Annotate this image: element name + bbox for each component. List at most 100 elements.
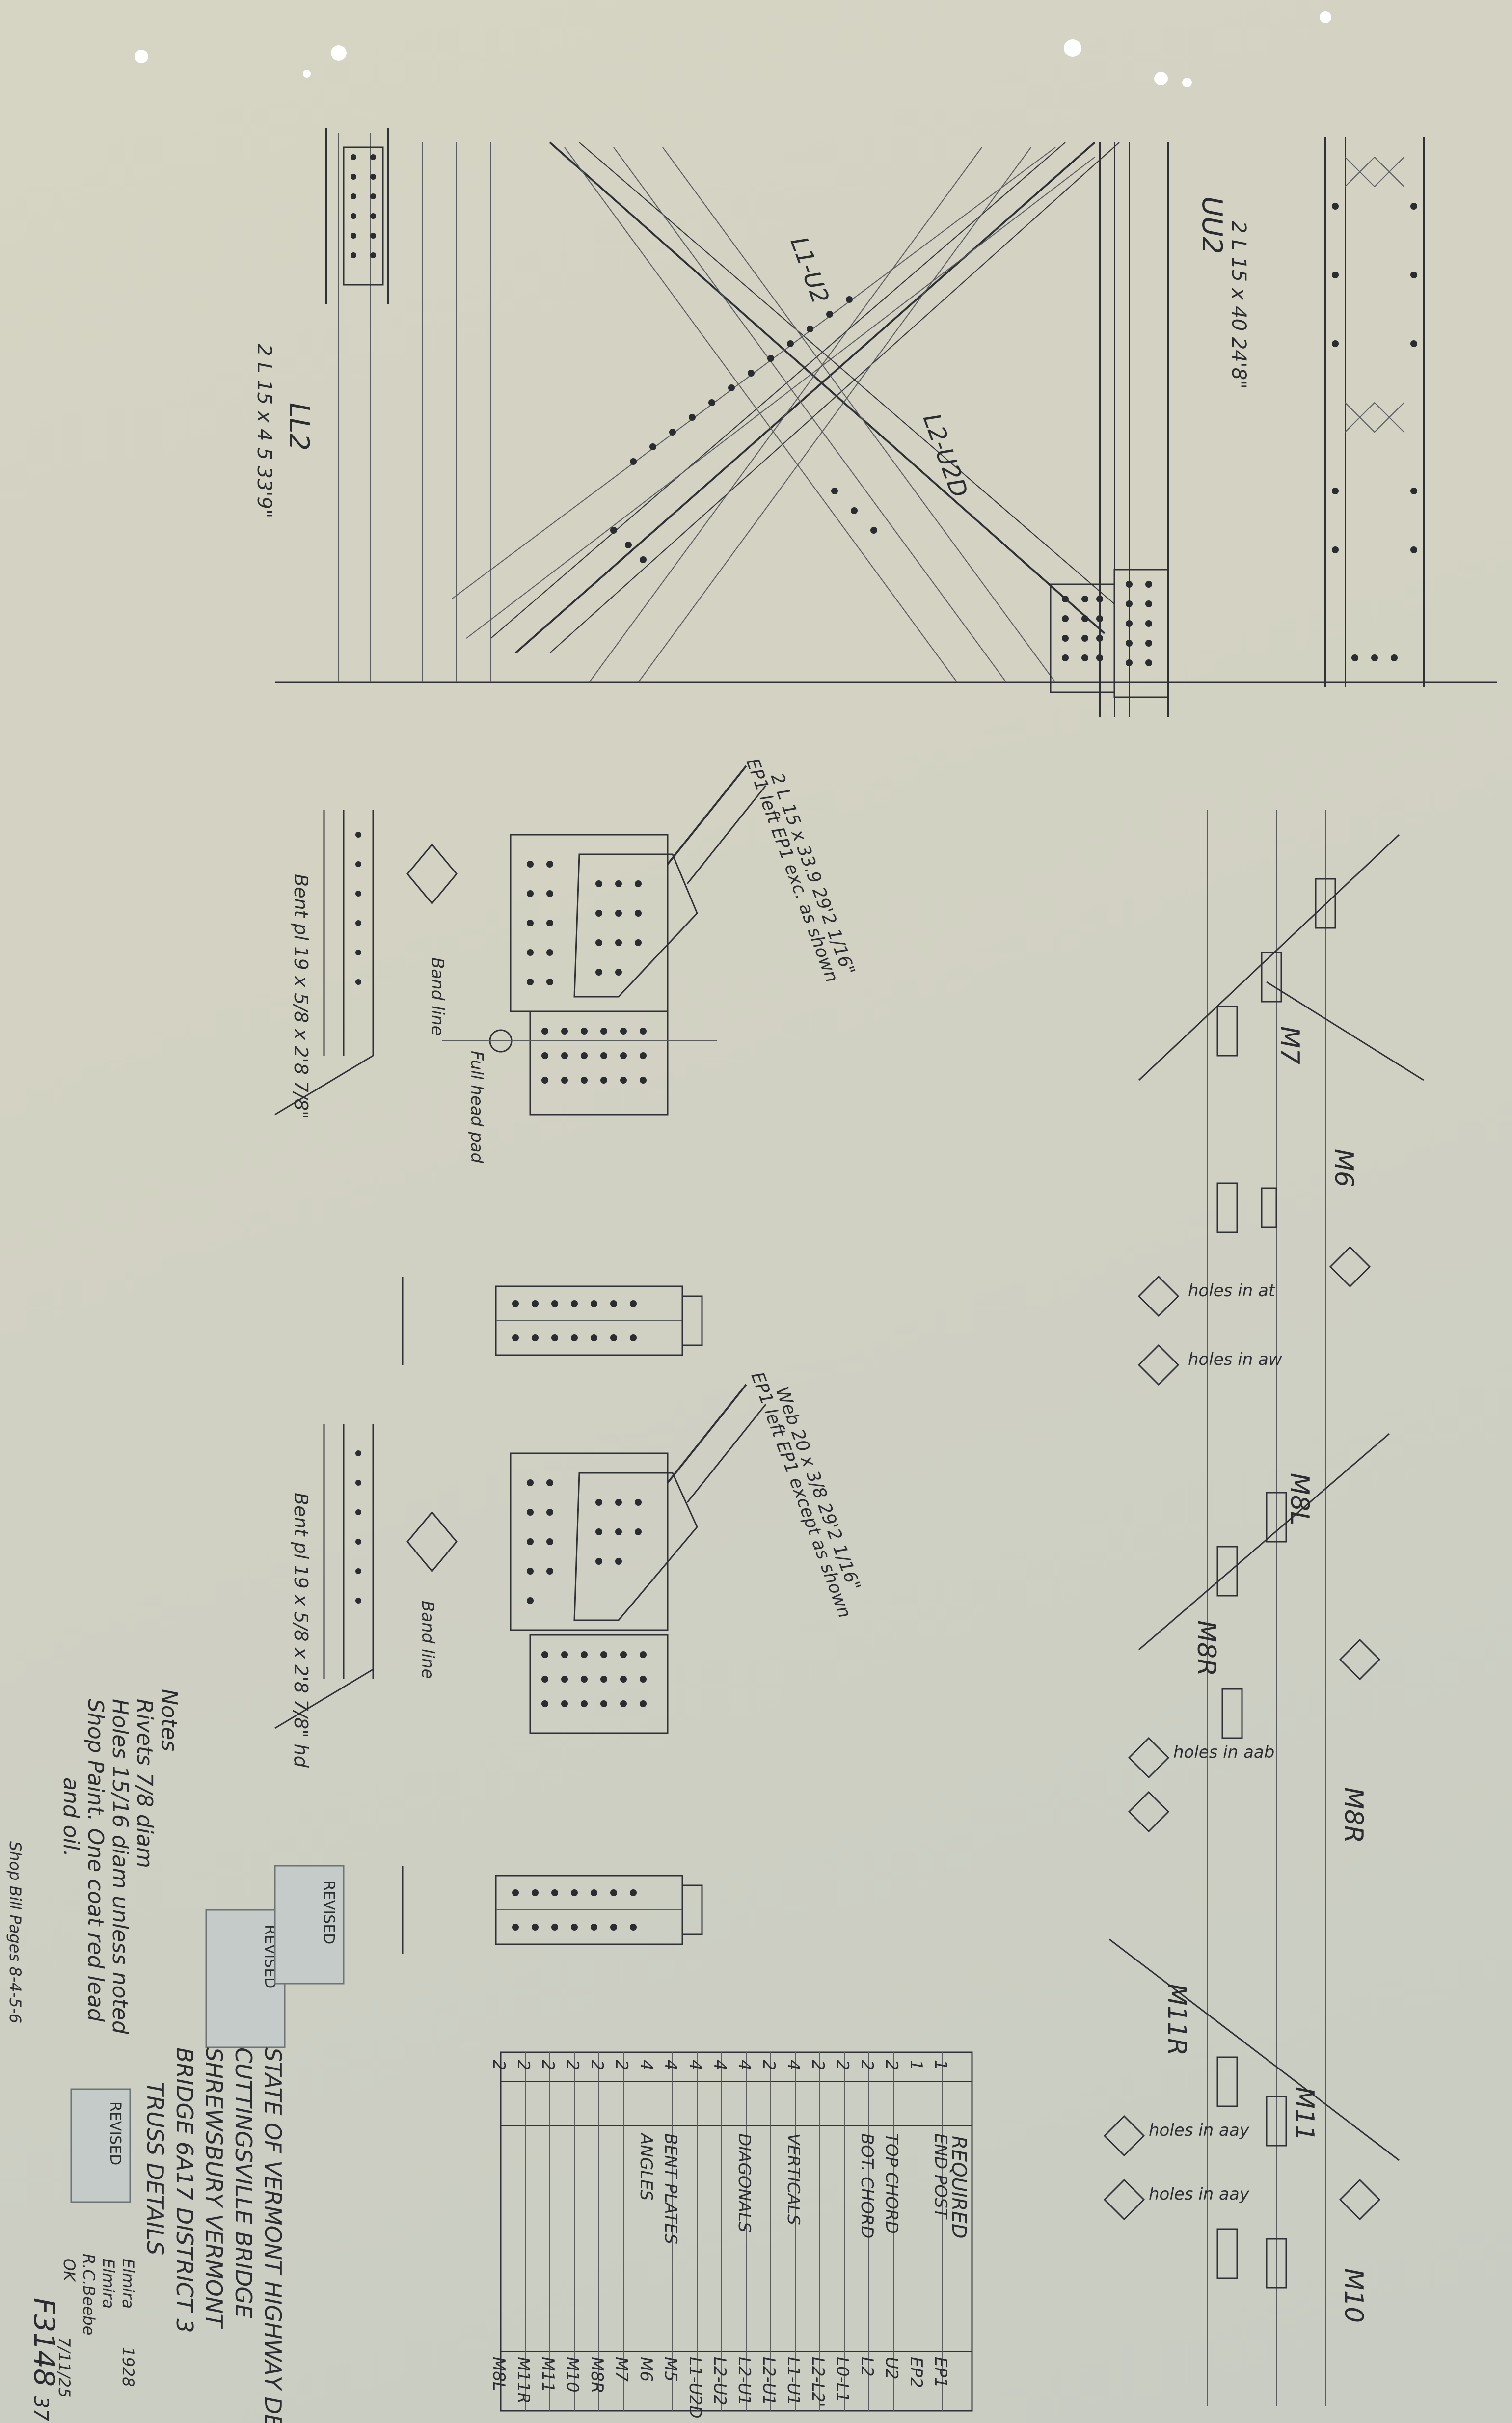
title-line-5: TRUSS DETAILS [142,2082,168,2255]
required-row-qty: 2 [563,2060,582,2070]
holes-in-aw-label: holes in aw [1188,1350,1282,1369]
holes-in-aay2-label: holes in aay [1149,2184,1250,2204]
holes-in-at-label: holes in at [1188,1281,1276,1301]
notes-line-3: Shop Paint. One coat red lead [83,1699,108,2022]
required-row-mark: L2-U1 [759,2357,779,2405]
title-line-1: STATE OF VERMONT HIGHWAY DEPT. [260,2047,286,2423]
required-row-mark: M7 [612,2357,631,2382]
drawn-year: 1928 [119,2347,137,2387]
holes-in-aab-label: holes in aab [1173,1742,1274,1762]
band-line-label-1: Band line [428,957,447,1035]
ll2-size-label: 2 L 15 x 4 5 33'9" [253,344,275,518]
end-post-detail-2: Bent pl 19 x 5/8 x 2'8 7/8" hd EP1 left … [274,1369,864,1954]
traced-by: Elmira [99,2259,118,2309]
required-row-mark: L0-L1 [833,2357,852,2402]
m10-label: M10 [1339,2268,1368,2323]
required-row-mark: L2 [857,2357,877,2377]
required-row-qty: 2 [759,2060,779,2070]
required-row-mark: M6 [636,2357,656,2382]
required-row-qty: 2 [538,2060,558,2070]
required-row-mark: EP2 [906,2357,926,2388]
shop-bill-note: Shop Bill Pages 8-4-5-6 [6,1841,25,2023]
notes-line-1: Rivets 7/8 diam [132,1699,157,1868]
required-row-qty: 4 [734,2060,754,2070]
required-row-mark: U2 [882,2357,901,2380]
m7-label: M7 [1275,1026,1304,1064]
required-row-qty: 4 [783,2060,803,2070]
band-line-label-2: Band line [418,1601,437,1679]
required-row-qty: 1 [931,2060,950,2070]
required-row-mark: M5 [661,2357,680,2382]
uu2-label: UU2 [1196,196,1228,254]
required-row-qty: 4 [710,2060,729,2070]
m11r-label: M11R [1162,1984,1191,2056]
ll2-label: LL2 [283,403,315,451]
required-row-mark: M10 [563,2357,582,2393]
required-row-qty: 4 [685,2060,705,2070]
required-row-mark: L2-U2 [710,2357,729,2405]
required-row-qty: 2 [612,2060,631,2070]
required-row-qty: 2 [489,2060,509,2070]
revised-stamp-3: REVISED [320,1880,337,1944]
required-row-mark: L1-U2D [685,2357,705,2419]
required-row-part: BOT. CHORD [857,2133,877,2238]
required-row-qty: 2 [882,2060,901,2070]
title-line-4: BRIDGE 6A17 DISTRICT 3 [171,2047,198,2333]
required-row-mark: L1-U1 [783,2357,803,2405]
angle-details-column: M7 M6 holes in at holes in aw M8L M8R M8… [1103,810,1424,2406]
m8r-label: M8R [1339,1787,1368,1843]
notes-line-4: and oil. [58,1777,83,1857]
required-row-mark: M8L [489,2357,509,2391]
uu2-size-label: 2 L 15 x 40 24'8" [1227,221,1250,389]
m8r-top-label: M8R [1191,1620,1221,1676]
required-row-mark: L2-L2' [808,2357,828,2407]
required-row-mark: M11 [538,2357,558,2393]
title-line-2: CUTTINGSVILLE BRIDGE [230,2047,257,2318]
required-row-part: END POST [931,2133,950,2220]
required-row-part: ANGLES [636,2132,656,2201]
required-row-qty: 2 [808,2060,828,2070]
m11-label: M11 [1290,2087,1319,2141]
required-row-mark: L2-U1 [734,2357,754,2405]
page-mark: 37 [29,2396,52,2421]
required-row-qty: 2 [513,2060,533,2070]
required-row-qty: 2 [857,2060,877,2070]
required-row-mark: M8R [587,2357,607,2394]
title-date: 7/11/25 [55,2337,74,2397]
notes-line-2: Holes 15/16 diam unless noted [108,1699,133,2035]
general-notes: Notes Rivets 7/8 diam Holes 15/16 diam u… [6,1689,182,2035]
notes-heading: Notes [157,1689,182,1751]
required-row-part: TOP CHORD [882,2133,901,2234]
m8l-label: M8L [1285,1473,1314,1525]
l2u2d-label: L2-U2D [918,410,973,501]
revision-stamps: REVISED REVISED REVISED [70,1865,345,2203]
required-row-qty: 2 [833,2060,852,2070]
required-row-qty: 4 [636,2060,656,2070]
required-row-qty: 4 [661,2060,680,2070]
bent-plate-label-2: Bent pl 19 x 5/8 x 2'8 7/8" hd [290,1493,312,1768]
holes-in-aay-label: holes in aay [1149,2121,1250,2140]
required-row-part: BENT PLATES [661,2133,680,2244]
bent-plate-label-1: Bent pl 19 x 5/8 x 2'8 7/8" [290,874,312,1119]
required-row-part: VERTICALS [783,2133,803,2225]
top-panel-point-detail: LL2 2 L 15 x 4 5 33'9" UU2 2 L 15 x 40 2… [253,128,1497,717]
m6-label: M6 [1329,1149,1358,1187]
required-row-qty: 2 [587,2060,607,2070]
revised-stamp-1: REVISED [107,2101,124,2165]
end-post-detail-1: Bent pl 19 x 5/8 x 2'8 7/8" EP1 left EP1… [274,756,859,1365]
required-row-mark: EP1 [931,2357,950,2388]
full-head-label: Full head pad [467,1051,486,1164]
ep2-label: EP1 left EP1 except as shown [747,1369,855,1621]
l1u2-label: L1-U2 [785,233,835,307]
paper-damage [135,11,1331,87]
checked-by: R.C.Beebe [80,2254,98,2335]
required-row-mark: M11R [513,2357,533,2404]
required-row-qty: 1 [906,2060,926,2070]
required-table-header: REQUIRED [947,2136,970,2239]
title-block: STATE OF VERMONT HIGHWAY DEPT. CUTTINGSV… [27,2047,286,2423]
title-line-3: SHREWSBURY VERMONT [201,2047,227,2329]
sheet-number: F3148 [27,2298,61,2387]
